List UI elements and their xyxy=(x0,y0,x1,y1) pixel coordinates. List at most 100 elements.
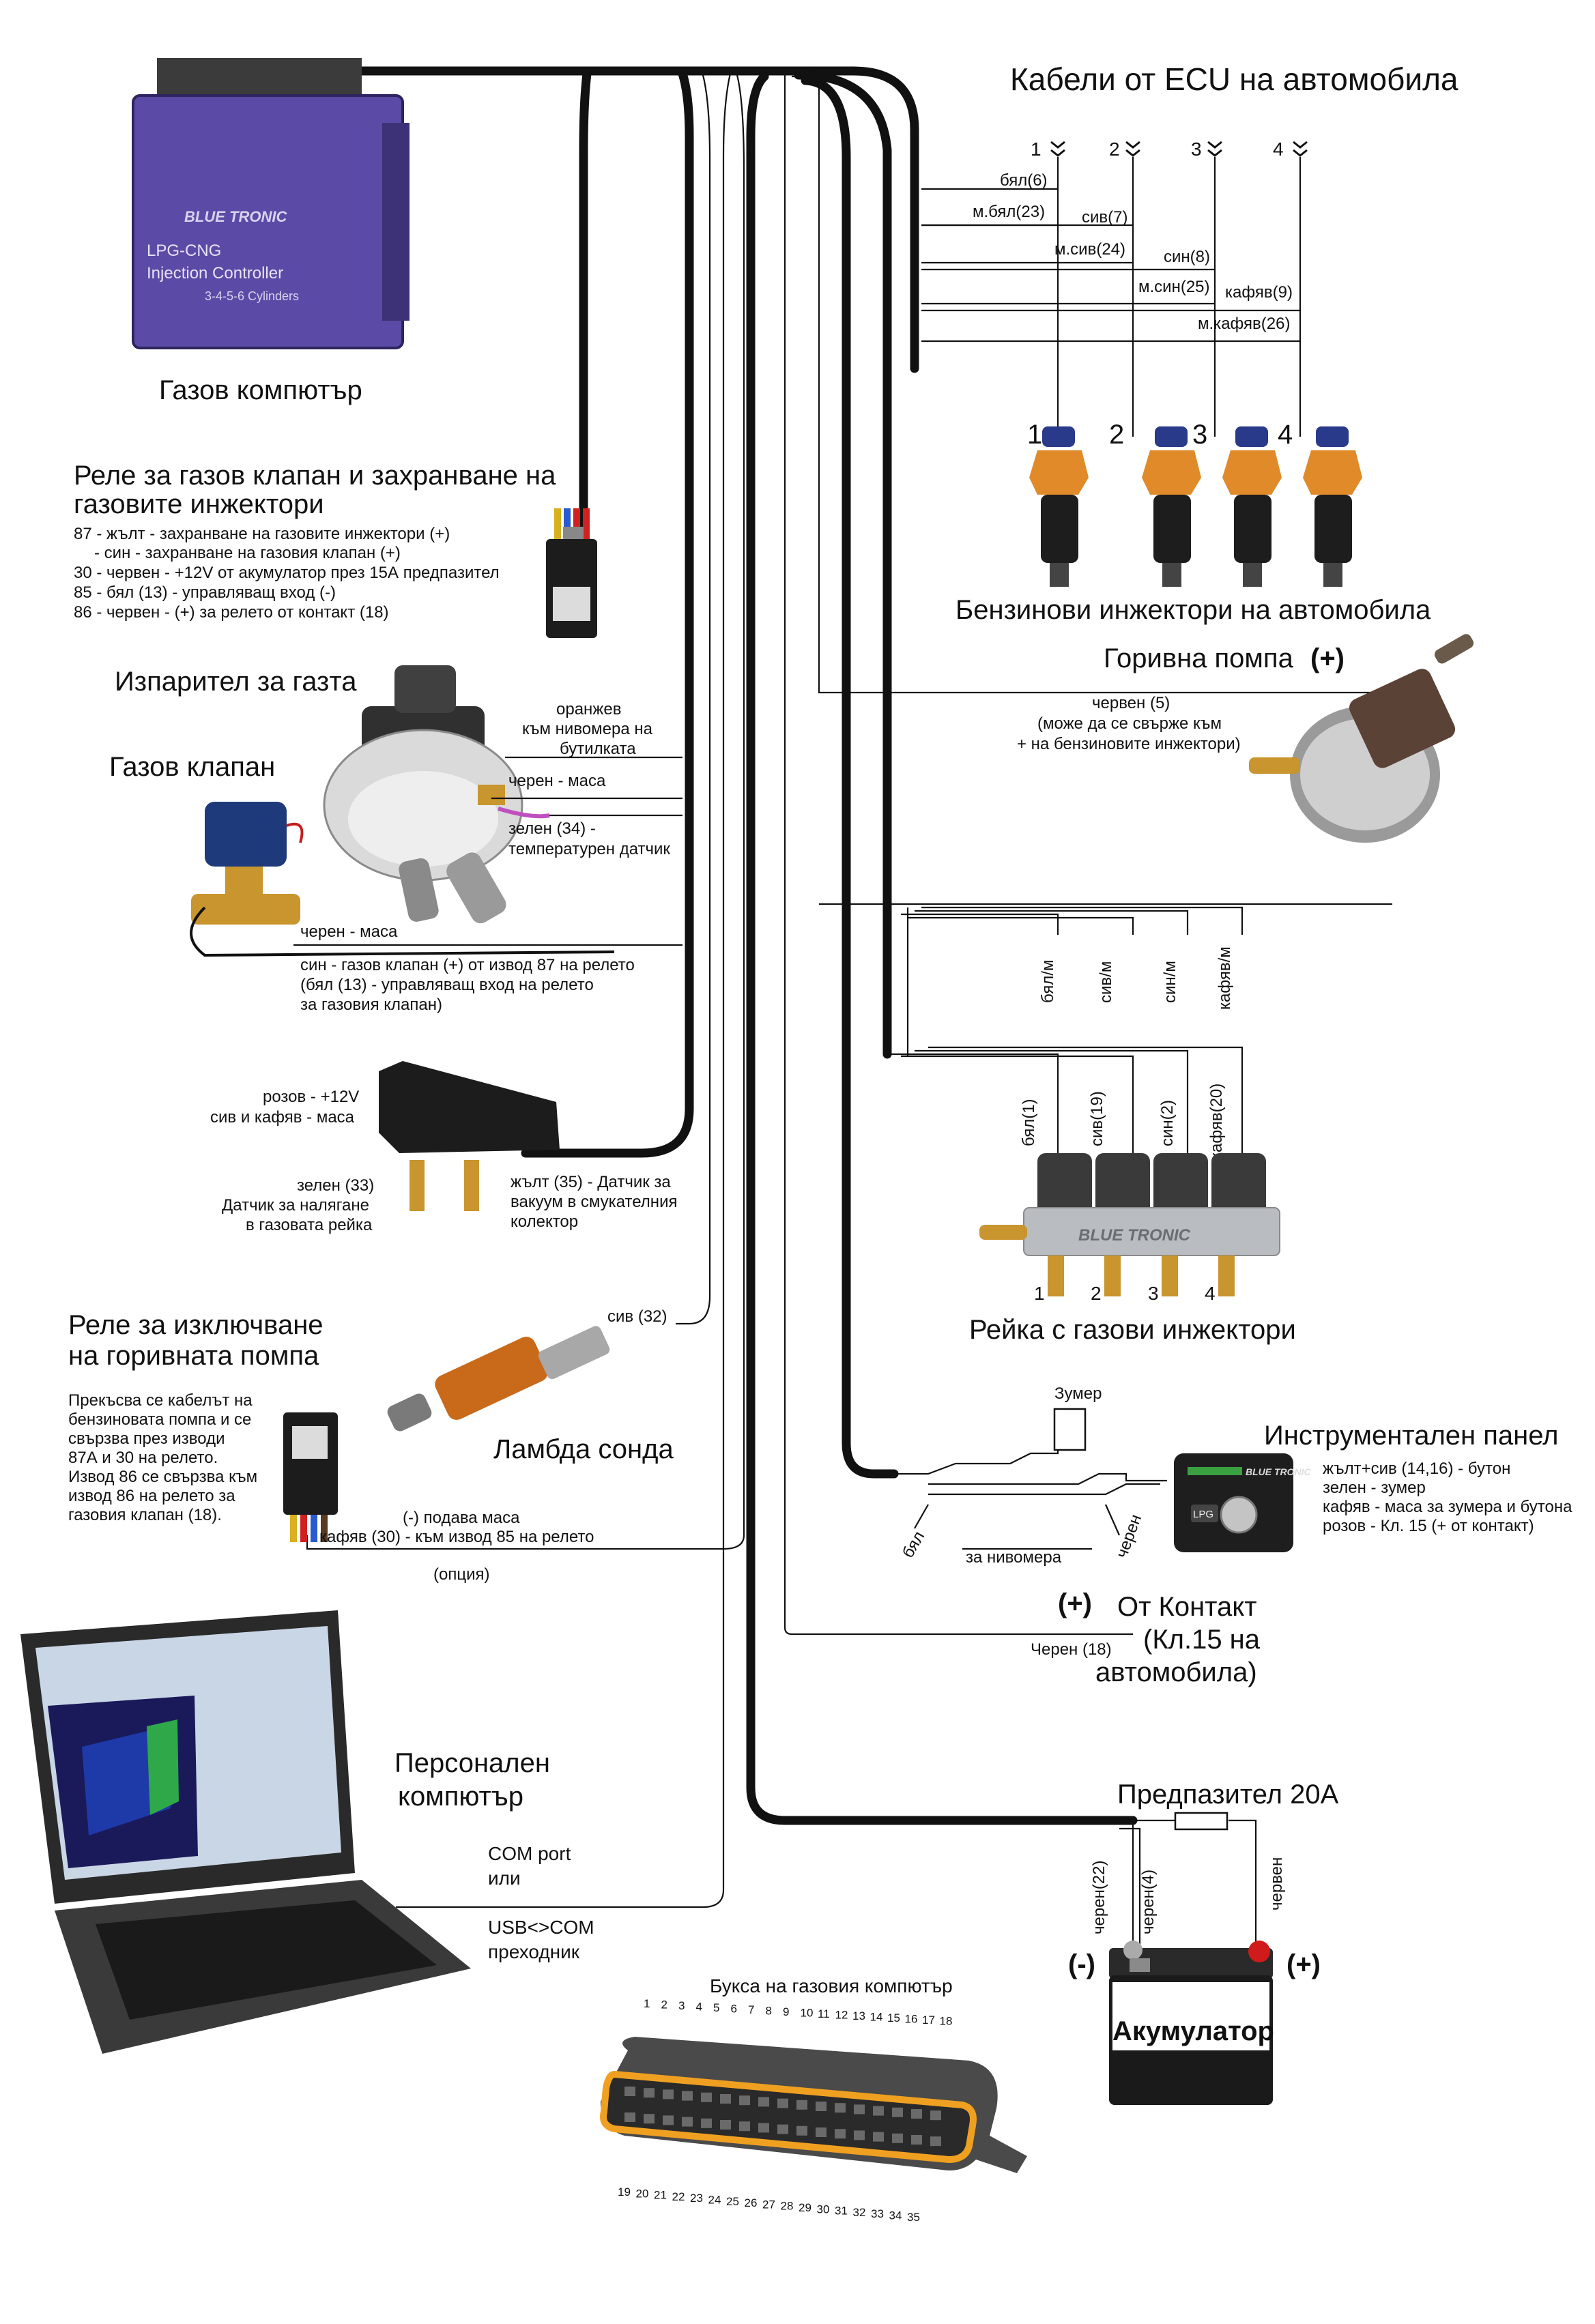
connector-pin-number: 21 xyxy=(654,2189,667,2202)
connector-pin-number: 2 xyxy=(661,1999,667,2011)
connector-pin-number: 5 xyxy=(713,2001,719,2014)
rail-top-labels: бял/м сив/м син/м кафяв/м бял(1) сив(19)… xyxy=(1020,946,1234,1160)
pc-port-line: преходник xyxy=(488,1941,580,1962)
connector-hole xyxy=(911,2109,922,2119)
pump-relay-note: газовия клапан (18). xyxy=(68,1506,222,1524)
map-sensor-note: розов - +12V xyxy=(263,1088,359,1106)
pump-relay-notes: Прекъсва се кабелът на бензиновата помпа… xyxy=(68,1391,257,1524)
connector-hole xyxy=(835,2129,846,2139)
connector-arrow-icon xyxy=(1050,141,1065,157)
petrol-injector xyxy=(1142,426,1201,587)
reducer-notes: оранжев към нивомера на бутилката черен … xyxy=(508,700,670,858)
connector-pin-number: 1 xyxy=(644,1997,650,2010)
ecu-cable-number: 4 xyxy=(1273,139,1284,160)
connector-pin-number: 34 xyxy=(889,2209,902,2222)
rail-numbers: 1 2 3 4 xyxy=(1034,1283,1216,1304)
fuse-wire-label: черен(22) xyxy=(1090,1861,1108,1934)
connector-hole xyxy=(796,2125,807,2136)
ecu-wire-label: сив(7) xyxy=(1082,208,1128,227)
ecu-line3: 3-4-5-6 Cylinders xyxy=(205,289,299,303)
reducer-temp-note: температурен датчик xyxy=(508,840,670,858)
pump-relay-title: Реле за изключване на горивната помпа xyxy=(68,1310,324,1371)
ecu-line1: LPG-CNG xyxy=(147,242,221,260)
rail-wire-label: син/м xyxy=(1161,961,1179,1003)
connector-hole xyxy=(777,2098,788,2108)
relay-valve-title-line: Реле за газов клапан и захранване на xyxy=(74,461,556,491)
ignition-line: автомобила) xyxy=(1095,1657,1257,1687)
map-sensor-note: зелен (33) xyxy=(297,1176,374,1195)
connector-hole xyxy=(758,2123,769,2133)
petrol-injectors: 1 2 3 4 xyxy=(1027,420,1362,587)
ecu-wire-label: син(8) xyxy=(1164,248,1210,266)
rail-brand: BLUE TRONIC xyxy=(1078,1226,1191,1245)
pump-relay-note: извод 86 на релето за xyxy=(68,1487,235,1505)
panel-notes: жълт+сив (14,16) - бутон зелен - зумер к… xyxy=(1323,1459,1572,1535)
connector-hole xyxy=(892,2133,903,2143)
pump-relay-note: свързва през изводи xyxy=(68,1429,225,1448)
connector-hole xyxy=(777,2124,788,2134)
map-sensor-note: сив и кафяв - маса xyxy=(210,1108,355,1127)
panel-note: жълт+сив (14,16) - бутон xyxy=(1323,1459,1510,1478)
reducer-note: оранжев xyxy=(556,700,621,718)
level-label: за нивомера xyxy=(966,1548,1062,1567)
panel-wiring xyxy=(894,1412,1167,1550)
connector-pin-number: 27 xyxy=(762,2198,775,2211)
pc-port-line: COM port xyxy=(488,1843,571,1864)
lambda-wire-label: сив (32) xyxy=(607,1307,667,1326)
connector-hole xyxy=(701,2092,712,2102)
connector-hole xyxy=(739,2121,750,2132)
petrol-injectors-caption: Бензинови инжектори на автомобила xyxy=(955,595,1431,625)
map-sensor xyxy=(379,1061,560,1211)
connector-pin-number: 23 xyxy=(690,2192,703,2205)
connector-pin-number: 26 xyxy=(745,2196,758,2209)
gas-valve-note: (бял (13) - управляващ вход на релето xyxy=(300,976,594,994)
rail-injector-label: бял(1) xyxy=(1020,1099,1038,1146)
pump-relay-title-line: на горивната помпа xyxy=(68,1341,319,1371)
ecu-cable-numbers: 1 2 3 4 xyxy=(1031,139,1308,160)
ignition-line: От Контакт xyxy=(1117,1592,1257,1622)
gas-valve-note: за газовия клапан) xyxy=(300,996,442,1014)
connector-hole xyxy=(644,2114,655,2124)
lambda-option: (опция) xyxy=(433,1565,489,1584)
fuse-icon xyxy=(1174,1812,1228,1831)
ecu-wire-label: м.сив(24) xyxy=(1054,240,1125,259)
battery: Акумулатор xyxy=(1109,1941,1274,2105)
rail-number: 1 xyxy=(1034,1283,1045,1304)
pump-relay-note: Извод 86 се свързва към xyxy=(68,1468,257,1486)
connector-hole xyxy=(854,2130,865,2140)
pump-relay-title-line: Реле за изключване xyxy=(68,1310,324,1340)
pump-relay-note: бензиновата помпа и се xyxy=(68,1410,251,1429)
rail-wire-label: сив/м xyxy=(1097,961,1115,1003)
relay-valve-note: 85 - бял (13) - управляващ вход (-) xyxy=(74,583,336,602)
relay-valve-notes: 87 - жълт - захранване на газовите инжек… xyxy=(74,525,500,622)
gas-valve-notes: син - газов клапан (+) от извод 87 на ре… xyxy=(300,956,635,1014)
connector-pin-number: 6 xyxy=(731,2003,737,2016)
connector-hole xyxy=(624,2112,635,2122)
connector-hole xyxy=(739,2095,750,2106)
battery-label: Акумулатор xyxy=(1112,2016,1274,2046)
connector-pin-number: 15 xyxy=(887,2011,900,2024)
ignition-wire: Черен (18) xyxy=(1031,1640,1112,1659)
reducer-caption: Изпарител за газта xyxy=(115,667,357,697)
petrol-injector-number: 2 xyxy=(1109,420,1124,450)
connector-pin-number: 17 xyxy=(922,2014,935,2027)
connector-pin-number: 20 xyxy=(636,2187,649,2200)
petrol-injector xyxy=(1029,426,1089,587)
connector-arrow-icon xyxy=(1293,141,1308,157)
panel-lpg-label: LPG xyxy=(1193,1509,1213,1520)
connector-hole xyxy=(873,2132,884,2142)
connector-hole xyxy=(873,2106,884,2116)
ecu-brand: BLUE TRONIC xyxy=(184,208,287,225)
rail-injector-label: сив(19) xyxy=(1088,1091,1106,1146)
pc-port-line: или xyxy=(488,1868,521,1889)
relay-valve xyxy=(546,508,597,638)
fuel-pump-notes: червен (5) (може да се свърже към + на б… xyxy=(1017,694,1241,753)
ecu-wire-label: м.син(25) xyxy=(1138,278,1210,296)
connector-hole xyxy=(701,2118,712,2128)
pump-relay-note: Прекъсва се кабелът на xyxy=(68,1391,253,1410)
connector-hole xyxy=(816,2127,827,2137)
ecu-cable-lines xyxy=(921,157,1302,437)
fuel-pump-note: (може да се свърже към xyxy=(1037,714,1222,733)
lambda-probe xyxy=(387,1326,610,1432)
